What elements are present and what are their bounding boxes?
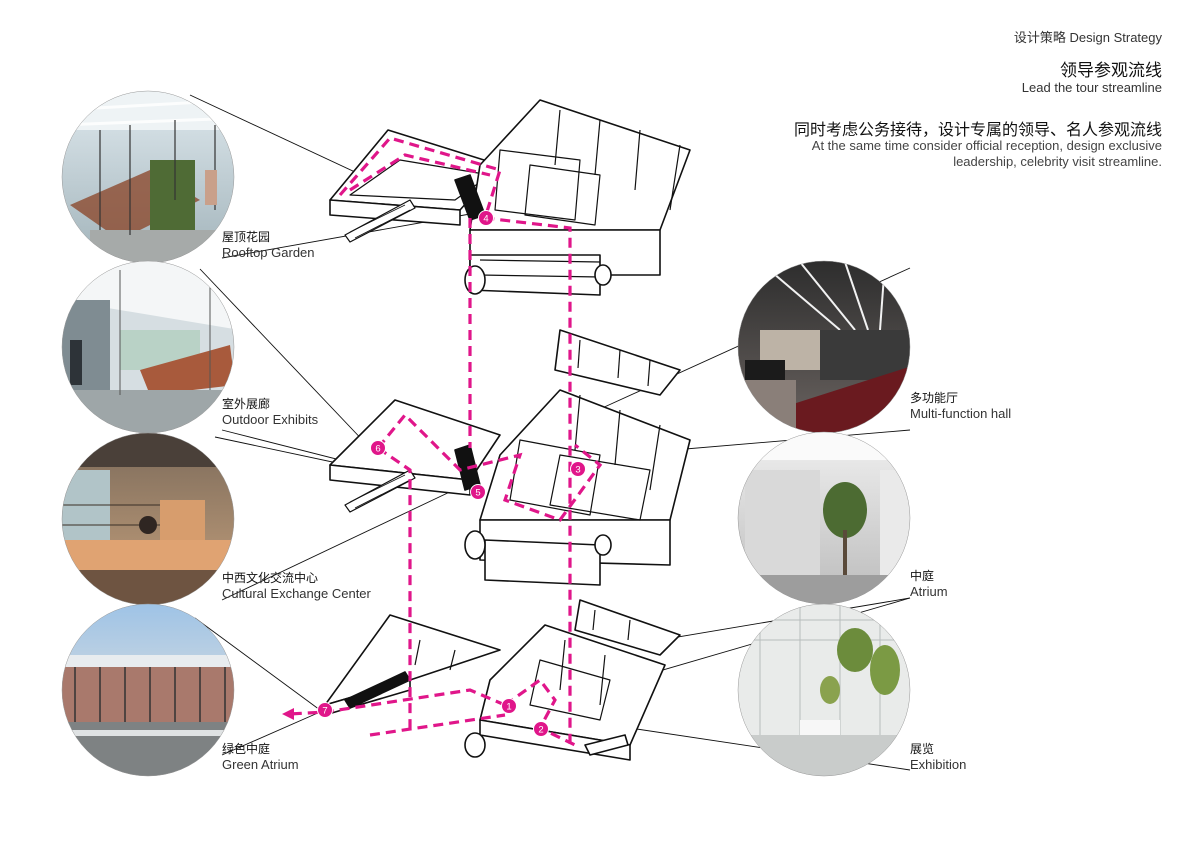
photo-multifunction-hall	[737, 260, 911, 434]
route-arrowhead	[282, 708, 294, 720]
description-en: At the same time consider official recep…	[812, 138, 1162, 170]
route-markers: 1 2 3 4 5 6 7	[317, 210, 586, 737]
label-outdoor-exhibits-en: Outdoor Exhibits	[222, 412, 319, 427]
photo-exhibition	[737, 603, 911, 777]
route-marker-4-label: 4	[483, 214, 488, 225]
title-cn: 领导参观流线	[1060, 61, 1162, 80]
route-marker-2: 2	[533, 721, 549, 737]
route-marker-1-label: 1	[506, 702, 511, 713]
label-atrium-en: Atrium	[910, 584, 948, 599]
label-exhibition: 展览 Exhibition	[910, 740, 966, 772]
description-cn: 同时考虑公务接待，设计专属的领导、名人参观流线	[793, 122, 1162, 139]
route-marker-3-label: 3	[575, 465, 580, 476]
photo-cultural-exchange	[61, 432, 235, 606]
label-cultural-exchange: 中西文化交流中心 Cultural Exchange Center	[222, 569, 371, 601]
label-rooftop-garden-cn: 屋顶花园	[222, 230, 271, 244]
description-en-line-1: At the same time consider official recep…	[811, 138, 1162, 153]
route-marker-4: 4	[478, 210, 494, 226]
title-en: Lead the tour streamline	[1021, 80, 1162, 95]
building-level-bottom	[324, 599, 681, 761]
label-atrium-cn: 中庭	[910, 569, 935, 583]
route-marker-2-label: 2	[538, 725, 543, 736]
label-cultural-exchange-cn: 中西文化交流中心	[222, 571, 319, 585]
route-marker-6-label: 6	[375, 444, 380, 455]
route-marker-5: 5	[470, 484, 486, 500]
label-exhibition-cn: 展览	[910, 742, 935, 756]
building-level-middle	[329, 329, 691, 586]
label-green-atrium-en: Green Atrium	[222, 757, 299, 772]
photo-outdoor-exhibits	[61, 260, 235, 434]
route-marker-5-label: 5	[475, 488, 480, 499]
route-marker-7: 7	[317, 702, 333, 718]
tour-route	[289, 136, 603, 747]
label-exhibition-en: Exhibition	[910, 757, 967, 772]
label-multifunction-hall: 多功能厅 Multi-function hall	[910, 389, 1011, 421]
description-en-line-2: leadership, celebrity visit streamline.	[953, 154, 1162, 169]
photo-rooftop-garden	[61, 90, 235, 264]
building-level-top	[329, 99, 691, 296]
label-cultural-exchange-en: Cultural Exchange Center	[222, 586, 371, 601]
label-green-atrium: 绿色中庭 Green Atrium	[222, 740, 299, 772]
label-rooftop-garden: 屋顶花园 Rooftop Garden	[222, 228, 315, 260]
photo-atrium	[737, 431, 911, 605]
label-multifunction-hall-en: Multi-function hall	[910, 406, 1012, 421]
section-subtitle: 设计策略 Design Strategy	[1013, 30, 1162, 45]
route-marker-6: 6	[370, 440, 386, 456]
label-atrium: 中庭 Atrium	[910, 567, 948, 599]
route-marker-7-label: 7	[322, 706, 327, 717]
photo-green-atrium	[61, 603, 235, 777]
route-marker-1: 1	[501, 698, 517, 714]
route-marker-3: 3	[570, 461, 586, 477]
label-outdoor-exhibits-cn: 室外展廊	[222, 397, 271, 411]
label-outdoor-exhibits: 室外展廊 Outdoor Exhibits	[222, 395, 318, 427]
label-green-atrium-cn: 绿色中庭	[222, 742, 271, 756]
label-multifunction-hall-cn: 多功能厅	[910, 391, 959, 405]
label-rooftop-garden-en: Rooftop Garden	[222, 245, 315, 260]
